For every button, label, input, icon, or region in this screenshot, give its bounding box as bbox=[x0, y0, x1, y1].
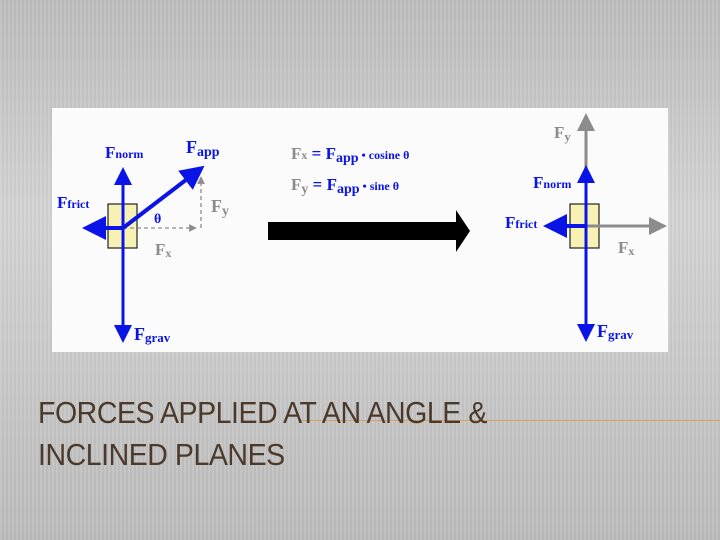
equation-fx: Fx = Fapp • cosine θ bbox=[291, 144, 409, 166]
label-fgrav: Fgrav bbox=[597, 321, 634, 342]
transform-arrow bbox=[268, 210, 470, 252]
label-fy: Fy bbox=[554, 123, 571, 144]
right-free-body-diagram: Fy Fnorm Ffrict Fx Fgrav bbox=[505, 113, 667, 342]
label-fnorm: Fnorm bbox=[105, 143, 143, 162]
slide-title: FORCES APPLIED AT AN ANGLE & INCLINED PL… bbox=[38, 392, 487, 476]
label-ffrict: Ffrict bbox=[57, 193, 89, 212]
title-underline bbox=[300, 420, 720, 421]
label-fgrav: Fgrav bbox=[134, 324, 171, 345]
label-fy: Fy bbox=[211, 196, 229, 219]
left-free-body-diagram: Fnorm Fapp Ffrict Fy θ Fx Fgrav bbox=[57, 137, 229, 345]
label-theta: θ bbox=[154, 212, 161, 227]
label-fx: Fx bbox=[155, 240, 171, 260]
applied-force-arrow bbox=[121, 165, 205, 230]
equation-fy: Fy = Fapp • sine θ bbox=[291, 175, 399, 197]
slide-title-line-1: FORCES APPLIED AT AN ANGLE & bbox=[38, 395, 487, 430]
label-fnorm: Fnorm bbox=[533, 173, 571, 192]
slide-title-line-2: INCLINED PLANES bbox=[38, 437, 285, 472]
label-fx: Fx bbox=[618, 238, 634, 258]
label-ffrict: Ffrict bbox=[505, 213, 537, 232]
label-fapp: Fapp bbox=[186, 137, 220, 160]
